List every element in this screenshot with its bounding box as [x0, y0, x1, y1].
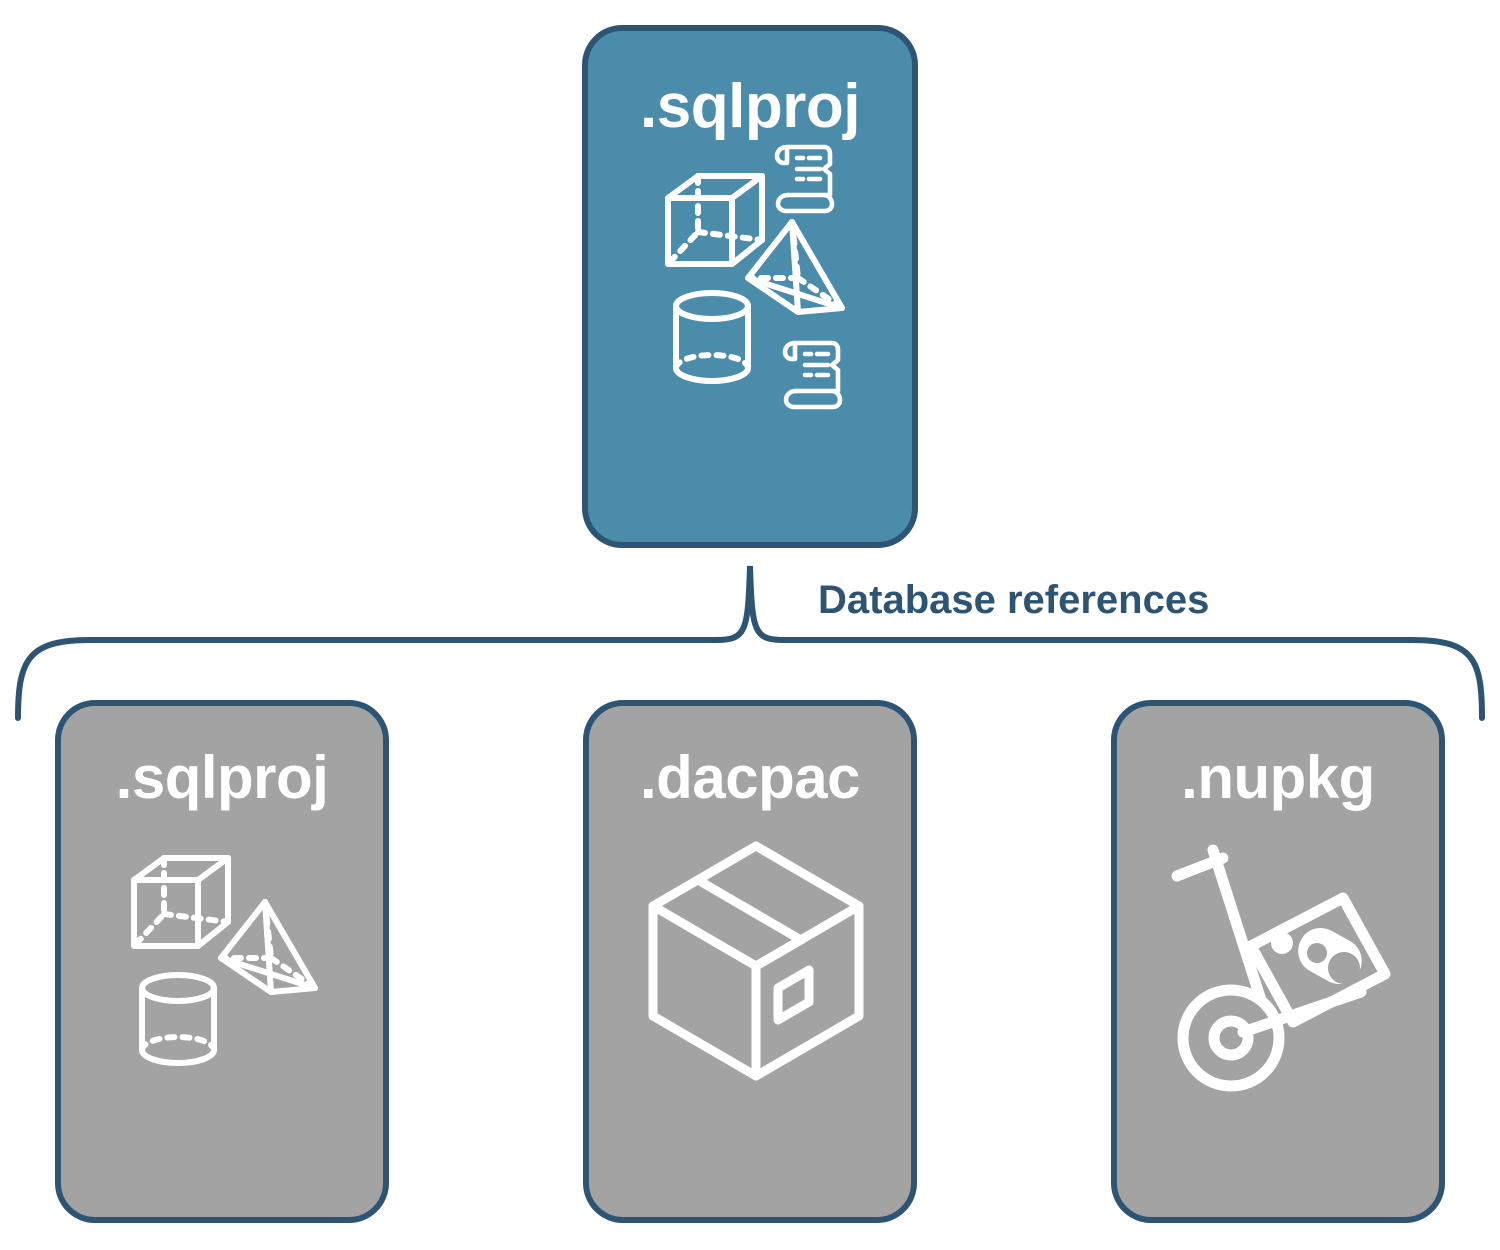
cube-wireframe-icon [665, 173, 765, 267]
node-title: .sqlproj [115, 744, 329, 811]
node-icon-group [589, 808, 911, 1217]
node-title: .nupkg [1181, 744, 1375, 811]
node-card-sqlproj-reference[interactable]: .sqlproj [55, 700, 389, 1223]
scroll-icon [782, 340, 843, 410]
node-icon-group [61, 808, 383, 1217]
connector-label: Database references [818, 578, 1210, 622]
hand-truck-package-icon [1171, 844, 1391, 1092]
node-icon-group [1117, 808, 1439, 1217]
node-icon-group [588, 138, 912, 542]
cylinder-wireframe-icon [139, 972, 217, 1066]
node-title: .dacpac [640, 744, 860, 811]
node-card-sqlproj-root[interactable]: .sqlproj [582, 25, 918, 548]
pyramid-wireframe-icon [745, 219, 845, 315]
node-card-nupkg[interactable]: .nupkg [1111, 700, 1445, 1223]
node-card-dacpac[interactable]: .dacpac [583, 700, 917, 1223]
cube-wireframe-icon [131, 855, 231, 949]
pyramid-wireframe-icon [218, 899, 318, 995]
scroll-icon [774, 144, 835, 214]
cylinder-wireframe-icon [673, 290, 751, 384]
node-title: .sqlproj [640, 72, 860, 141]
package-box-icon [648, 841, 864, 1081]
